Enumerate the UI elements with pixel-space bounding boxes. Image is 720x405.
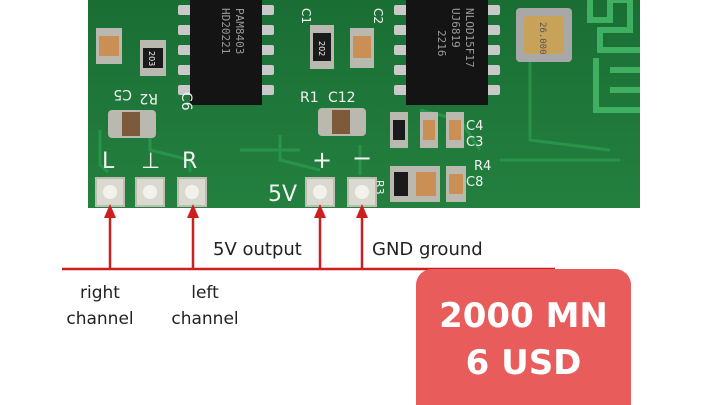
five-v-output-label: 5V output (213, 239, 302, 260)
chip-right-line-1: NLOD15F17 (463, 8, 476, 68)
bluetooth-chip (394, 0, 500, 105)
amplifier-chip (178, 0, 274, 105)
silk-c3: C3 (466, 135, 483, 150)
gnd-ground-label: GND ground (372, 239, 483, 260)
pin-pads (95, 177, 377, 207)
left-channel-line-1: left (191, 283, 219, 303)
pad-plus (305, 177, 335, 207)
silk-c8: C8 (466, 175, 483, 190)
chip-left-line-2: HD20221 (219, 8, 232, 54)
silk-c2: C2 (371, 8, 385, 24)
pin-label-l: L (102, 149, 115, 174)
pin-label-5v: 5V (268, 182, 297, 207)
pin-label-plus: + (312, 146, 332, 174)
pin-label-r: R (182, 149, 197, 174)
smd-components (96, 25, 466, 202)
silk-202: 202 (317, 41, 326, 56)
price-badge: 2000 MN 6 USD (416, 269, 631, 405)
crystal-label: 26.000 (537, 22, 547, 55)
bluetooth-antenna (587, 0, 640, 113)
pin-label-minus: − (352, 144, 372, 172)
crystal-oscillator (516, 8, 572, 62)
chip-left-line-1: PAM8403 (233, 8, 246, 54)
silk-r2: R2 (139, 90, 158, 106)
chip-right-line-3: 2216 (435, 30, 448, 57)
right-channel-line-2: channel (66, 309, 134, 329)
pad-l (95, 177, 125, 207)
silk-c12: C12 (328, 90, 356, 106)
annotation-wires (62, 204, 555, 271)
silk-c1: C1 (299, 8, 313, 24)
price-usd: 6 USD (465, 343, 582, 383)
right-channel-line-1: right (80, 283, 120, 303)
right-channel-label: right channel (55, 280, 145, 332)
left-channel-line-2: channel (171, 309, 239, 329)
silk-203: 203 (147, 51, 156, 66)
silk-c6: C6 (178, 92, 194, 111)
silk-r1: R1 (300, 90, 319, 106)
left-channel-label: left channel (160, 280, 250, 332)
silk-c4: C4 (466, 119, 483, 134)
silk-r4: R4 (474, 159, 491, 174)
chip-right-line-2: UJ6819 (449, 8, 462, 48)
price-mn: 2000 MN (439, 296, 608, 336)
pin-label-gnd: ⊥ (141, 149, 160, 174)
silk-c5: C5 (113, 86, 132, 102)
